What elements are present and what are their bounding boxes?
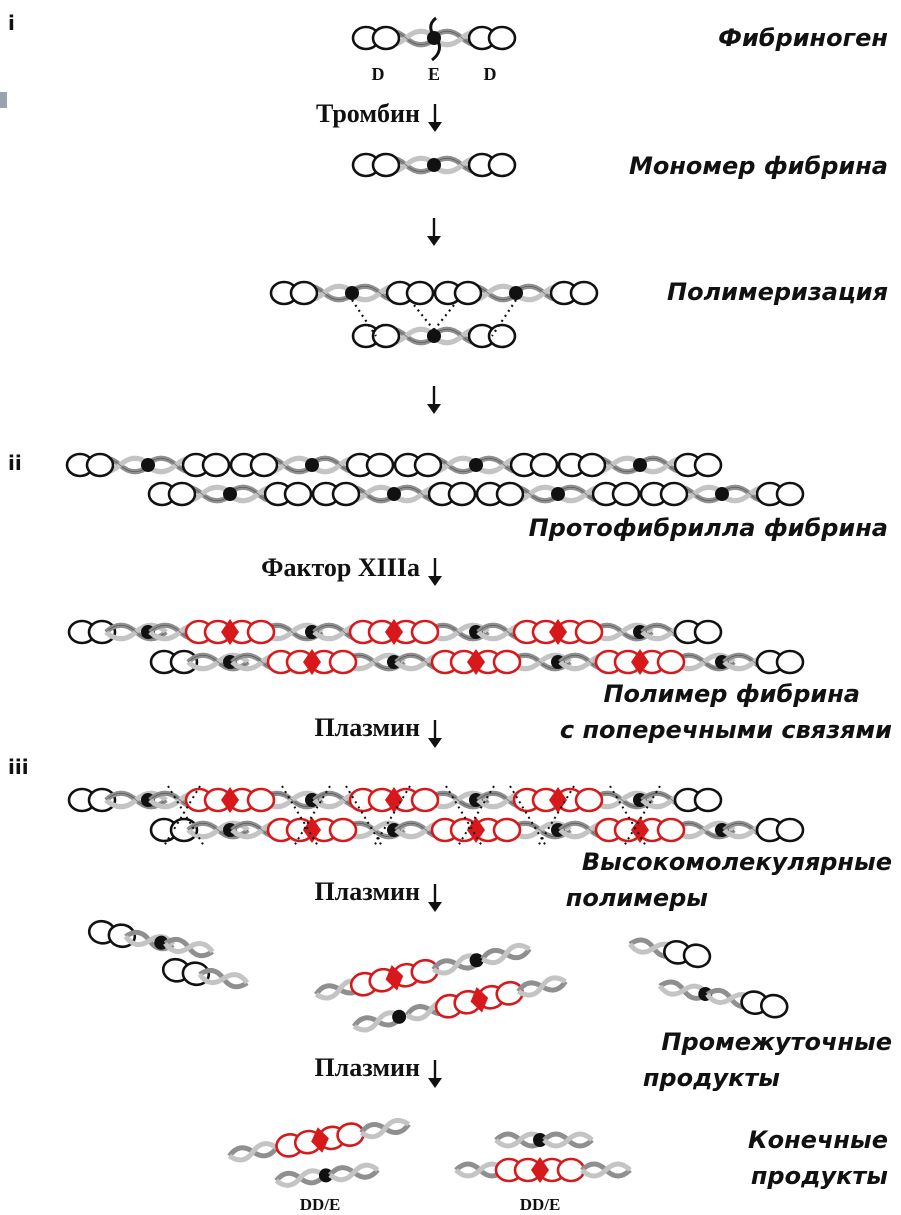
polymerization-label: Полимеризация <box>667 278 888 306</box>
stage-label-i: i <box>8 11 15 35</box>
high-molecular-polymers <box>67 785 805 847</box>
domain-d-right-label: D <box>484 64 497 84</box>
fibrinogen-label: Фибриноген <box>718 24 888 52</box>
down-arrow-icon <box>427 218 441 246</box>
plasmin-label-2: Плазмин <box>314 877 420 906</box>
dde-fragment-label-right: DD/E <box>520 1195 561 1214</box>
crosslinked-polymer-label-line2: с поперечными связями <box>560 716 892 744</box>
hmw-polymers-label-line2: полимеры <box>566 884 709 912</box>
plasmin-label-1: Плазмин <box>314 713 420 742</box>
protofibril-molecules <box>67 454 803 505</box>
protofibril-label: Протофибрилла фибрина <box>529 514 888 542</box>
down-arrow-icon <box>428 104 442 132</box>
down-arrow-icon <box>427 386 441 414</box>
intermediate-products <box>86 917 791 1039</box>
polymerization-molecules <box>271 282 597 347</box>
corner-mark <box>0 92 7 108</box>
down-arrow-icon <box>428 884 442 912</box>
final-products-label-line2: продукты <box>751 1162 888 1190</box>
hmw-polymers-label-line1: Высокомолекулярные <box>582 848 892 876</box>
domain-e-label: E <box>428 64 440 84</box>
domain-d-left-label: D <box>372 64 385 84</box>
down-arrow-icon <box>428 558 442 586</box>
down-arrow-icon <box>428 720 442 748</box>
intermediate-products-label-line1: Промежуточные <box>661 1028 892 1056</box>
stage-label-ii: ii <box>8 451 22 475</box>
fibrinogen-molecule <box>353 16 515 62</box>
intermediate-products-label-line2: продукты <box>643 1064 780 1092</box>
dde-fragment-label-left: DD/E <box>300 1195 341 1214</box>
down-arrow-icon <box>428 1060 442 1088</box>
stage-label-iii: iii <box>8 755 29 779</box>
final-products-label-line1: Конечные <box>748 1126 888 1154</box>
final-products <box>227 1112 630 1188</box>
factor-xiiia-label: Фактор XIIIa <box>261 553 420 582</box>
thrombin-label: Тромбин <box>316 99 420 128</box>
crosslinked-polymer-label-line1: Полимер фибрина <box>603 680 860 708</box>
plasmin-label-3: Плазмин <box>314 1053 420 1082</box>
fibrin-monomer-label: Мономер фибрина <box>629 152 888 180</box>
crosslinked-polymer <box>67 617 805 677</box>
fibrin-monomer-molecule <box>353 154 515 176</box>
